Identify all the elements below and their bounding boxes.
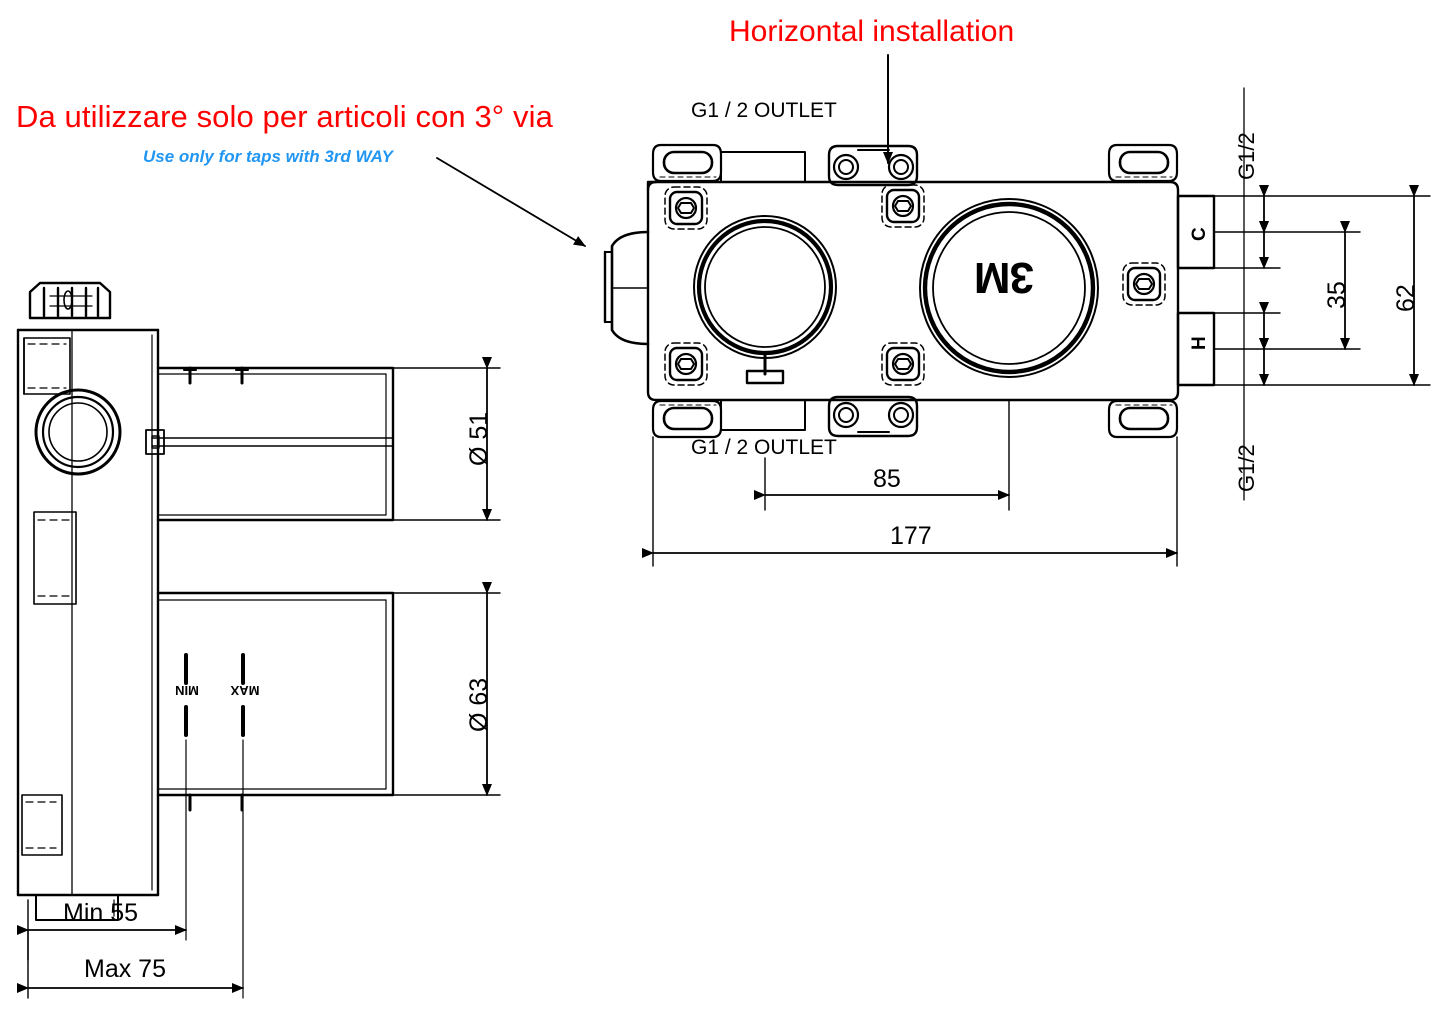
side-view-top-cap <box>28 281 112 320</box>
dimension-85: 85 <box>873 465 901 493</box>
marking-min: MIN <box>175 683 199 698</box>
front-view-bottom-bracket <box>827 395 919 438</box>
front-view-left-cartridge <box>693 215 837 385</box>
dim-177 <box>642 436 1178 567</box>
front-view-third-way-outlet <box>603 230 650 346</box>
outlet-label-top: G1 / 2 OUTLET <box>691 99 837 122</box>
dimension-35: 35 <box>1323 281 1351 309</box>
front-view-screw-bosses <box>664 184 1166 386</box>
side-view-flange-circle <box>34 388 122 476</box>
port-marking-hot: H <box>1189 336 1210 350</box>
side-view-sleeve-lower <box>156 591 395 812</box>
side-view-min-max-ticks <box>184 653 245 737</box>
dimension-177: 177 <box>890 522 932 550</box>
leader-third-way <box>436 157 586 247</box>
dim-diameter-51 <box>392 357 501 521</box>
front-view-edge-plates <box>720 151 806 431</box>
dimension-62: 62 <box>1392 284 1420 312</box>
front-view-right-cartridge <box>919 198 1099 378</box>
marking-max: MAX <box>230 683 260 698</box>
dim-diameter-63 <box>392 582 501 796</box>
dimension-min-55: Min 55 <box>63 899 139 927</box>
dimension-diameter-63: Ø 63 <box>465 677 493 732</box>
dim-35-62 <box>1213 185 1431 386</box>
dim-max-75 <box>17 929 244 999</box>
horizontal-installation-label: Horizontal installation <box>729 15 1015 48</box>
front-view-inlet-ports <box>1176 194 1216 387</box>
front-view-body <box>646 180 1180 402</box>
front-view-top-bracket <box>827 144 919 187</box>
dimension-diameter-51: Ø 51 <box>465 411 493 466</box>
side-view-lower-port <box>21 794 63 856</box>
side-view-body <box>16 328 160 897</box>
body-marking-3m: 3M <box>974 253 1034 302</box>
english-usage-note: Use only for taps with 3rd WAY <box>143 147 393 166</box>
inlet-label-top: G1/2 <box>1234 132 1259 180</box>
side-view-sleeve-upper <box>145 366 395 522</box>
dimension-max-75: Max 75 <box>84 955 166 983</box>
outlet-label-bottom: G1 / 2 OUTLET <box>691 436 837 459</box>
dim-85 <box>754 399 1010 511</box>
side-view-mid-port <box>33 511 77 605</box>
port-marking-cold: C <box>1189 227 1210 241</box>
front-view-corner-tabs <box>651 143 1179 439</box>
side-view-upper-port <box>23 337 71 395</box>
side-view-bottom-spigot <box>35 894 119 921</box>
inlet-label-bottom: G1/2 <box>1234 444 1259 492</box>
italian-usage-note: Da utilizzare solo per articoli con 3° v… <box>16 99 553 134</box>
